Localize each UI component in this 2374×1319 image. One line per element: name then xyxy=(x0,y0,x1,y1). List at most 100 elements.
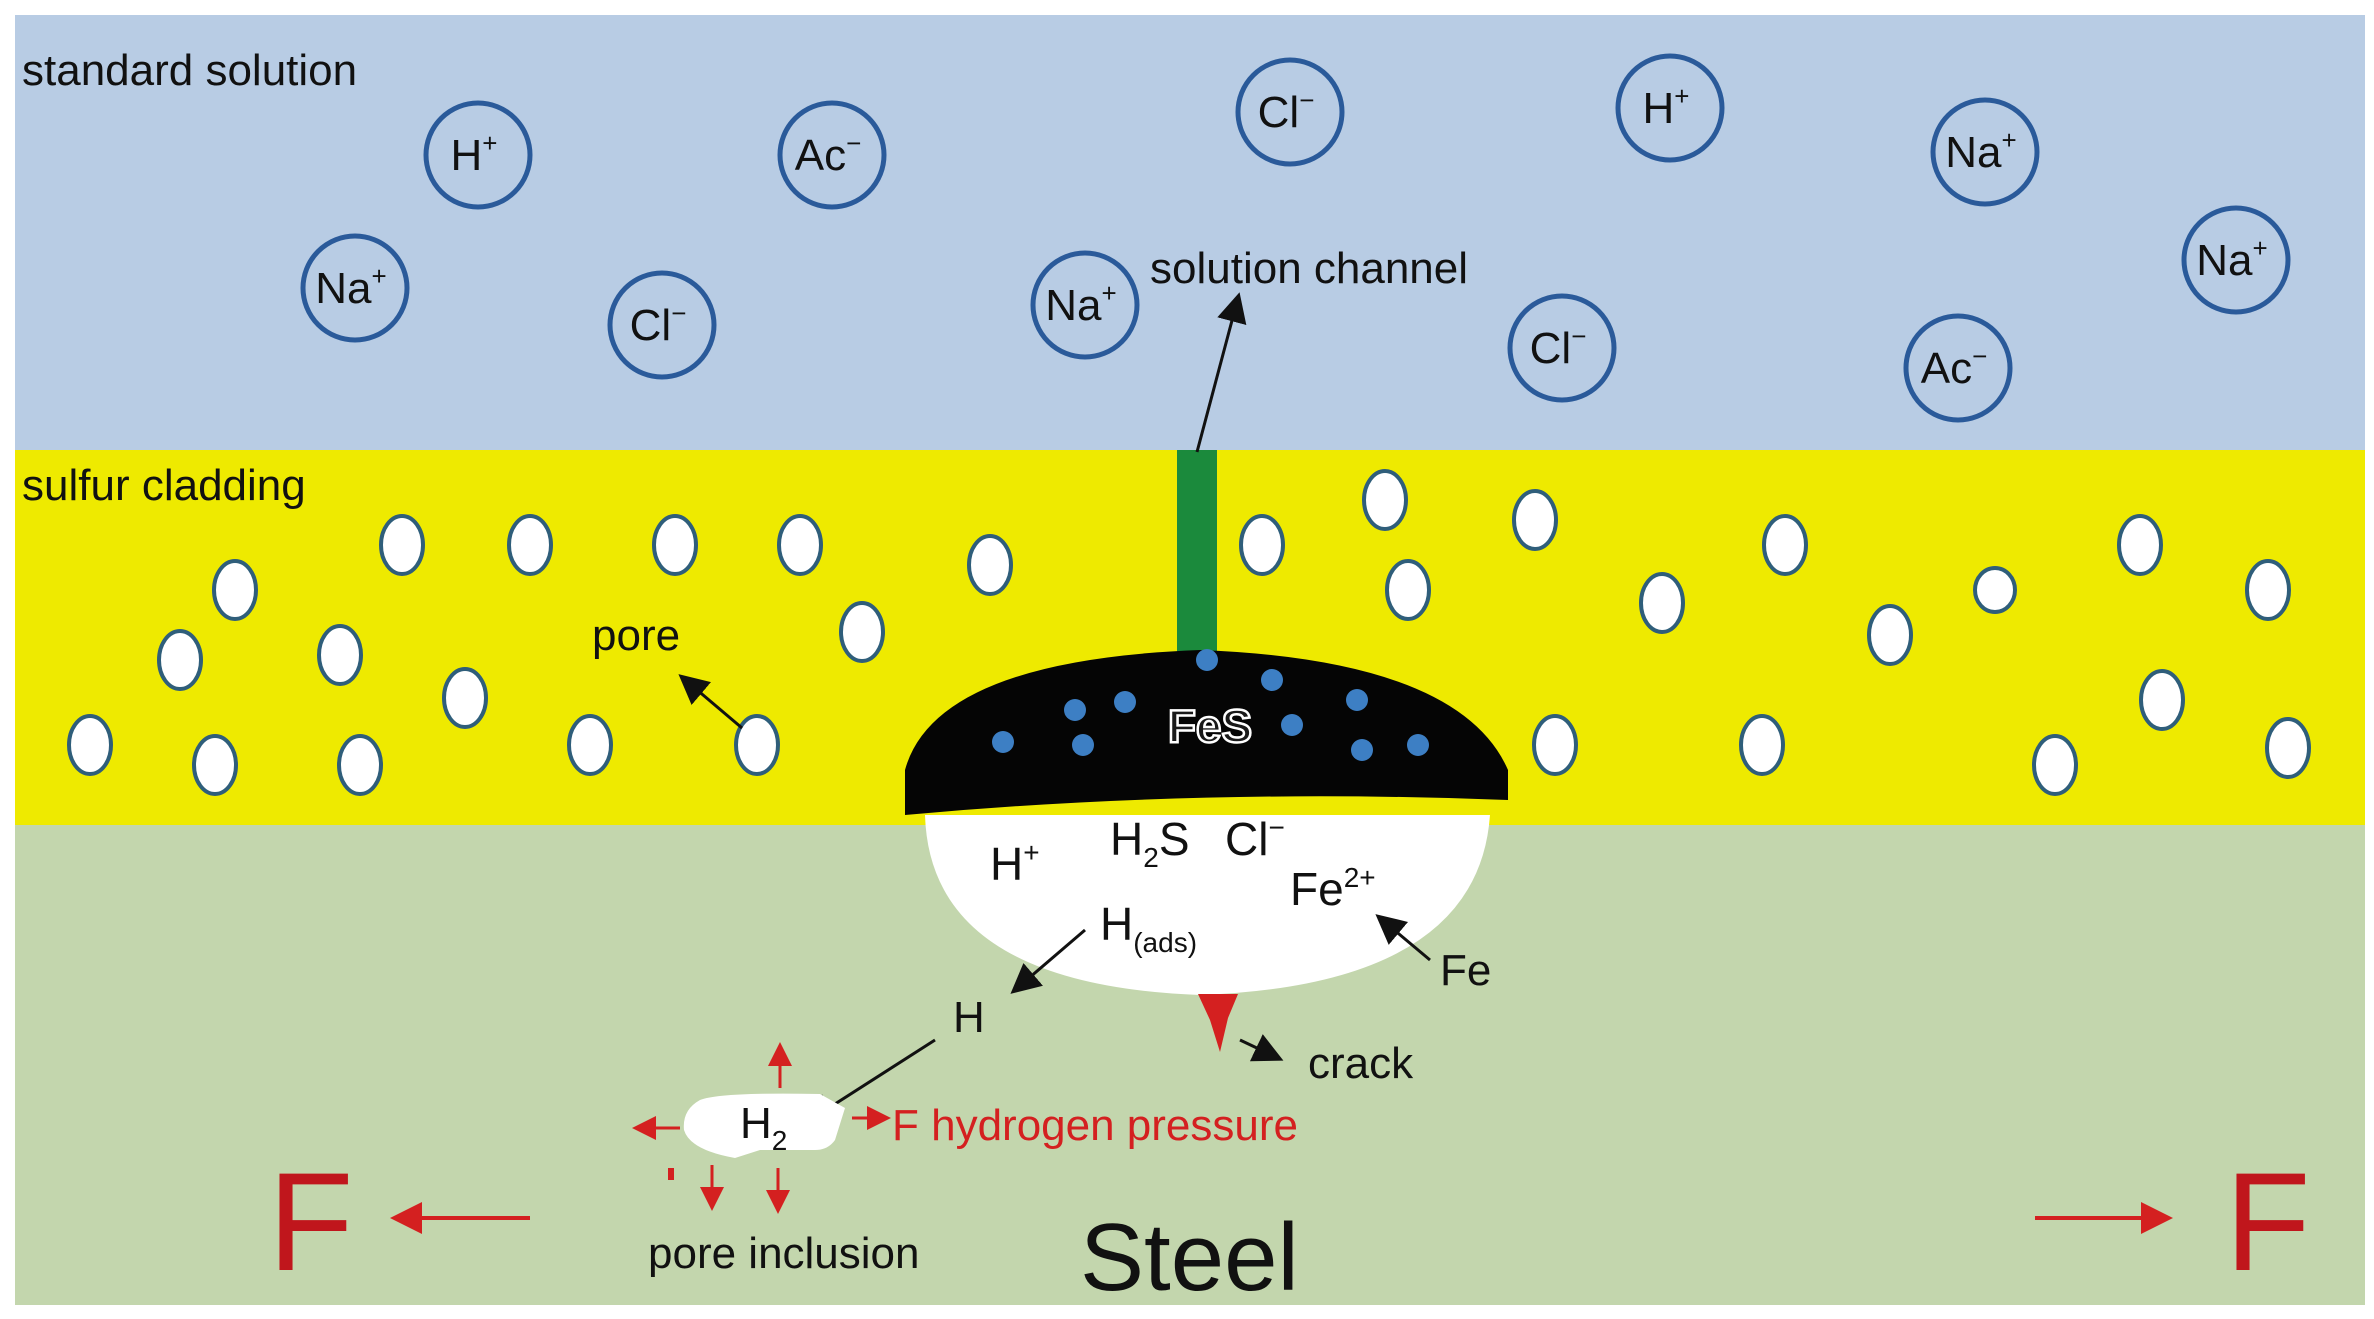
pore-inclusion xyxy=(683,1093,845,1158)
ion-na: Na+ xyxy=(1030,250,1140,360)
ion-symbol: Cl− xyxy=(1258,85,1315,137)
fes-dot xyxy=(1351,739,1373,761)
cladding-label: sulfur cladding xyxy=(22,461,306,510)
fes-dot xyxy=(1261,669,1283,691)
ion-cl: Cl− xyxy=(1507,293,1617,403)
pore xyxy=(839,601,885,663)
pit-fe2plus: Fe2+ xyxy=(1290,862,1376,915)
steel-label: Steel xyxy=(1080,1204,1299,1311)
solution-channel-label: solution channel xyxy=(1150,244,1468,293)
pore xyxy=(212,559,258,621)
fes-dot xyxy=(1072,734,1094,756)
pore xyxy=(1362,469,1408,531)
solution-label: standard solution xyxy=(22,46,357,95)
fes-dots xyxy=(992,649,1429,761)
ion-circle xyxy=(1930,97,2040,207)
pore xyxy=(652,514,698,576)
pore xyxy=(337,734,383,796)
force-right-label: F xyxy=(2225,1143,2311,1300)
pore xyxy=(507,514,553,576)
h-atom-label: H xyxy=(953,993,985,1042)
ion-h: H+ xyxy=(423,100,533,210)
pore xyxy=(1239,514,1285,576)
ion-na: Na+ xyxy=(300,233,410,343)
fe-arrow xyxy=(1375,914,1431,962)
crack-label: crack xyxy=(1308,1039,1414,1088)
fes-dot xyxy=(1407,734,1429,756)
ion-symbol: Cl− xyxy=(1530,321,1587,373)
pore xyxy=(1532,714,1578,776)
ion-symbol: Cl− xyxy=(630,298,687,350)
ion-circle xyxy=(1903,313,2013,423)
pit-h2s: H2S xyxy=(1110,813,1190,873)
pore xyxy=(379,514,425,576)
fes-dot xyxy=(1346,689,1368,711)
ion-symbol: Ac− xyxy=(1921,341,1988,393)
ion-circle xyxy=(423,100,533,210)
pore xyxy=(2117,514,2163,576)
pore xyxy=(1762,514,1808,576)
ion-circle xyxy=(300,233,410,343)
fes-dot xyxy=(1196,649,1218,671)
pore xyxy=(2245,559,2291,621)
pore xyxy=(442,667,488,729)
ion-h: H+ xyxy=(1615,53,1725,163)
solution-channel-arrow xyxy=(1195,292,1247,453)
pore xyxy=(2139,669,2185,731)
pore xyxy=(1739,714,1785,776)
fe-label: Fe xyxy=(1440,946,1491,995)
pore xyxy=(567,714,613,776)
ion-cl: Cl− xyxy=(607,270,717,380)
pore xyxy=(1639,572,1685,634)
pressure-tick-left xyxy=(668,1168,674,1180)
pore xyxy=(1973,566,2017,614)
h2-label: H2 xyxy=(740,1099,787,1156)
ion-circle xyxy=(1615,53,1725,163)
pore xyxy=(1385,559,1431,621)
pore xyxy=(1512,489,1558,551)
fes-dot xyxy=(1281,714,1303,736)
pore xyxy=(317,624,363,686)
ions-group: H+ Ac− Cl− H+ Na+ Na+ Cl− Na+ Cl− Ac− Na+ xyxy=(300,53,2291,423)
pores-group xyxy=(67,469,2311,796)
ion-circle xyxy=(1507,293,1617,403)
pore xyxy=(1867,604,1913,666)
fes-dot xyxy=(992,731,1014,753)
crack-arrow xyxy=(1239,1034,1284,1062)
ion-na: Na+ xyxy=(2181,205,2291,315)
ion-symbol: Ac− xyxy=(795,128,862,180)
pore-arrow xyxy=(678,674,743,730)
ion-na: Na+ xyxy=(1930,97,2040,207)
ion-cl: Cl− xyxy=(1235,57,1345,167)
fes-dot xyxy=(1064,699,1086,721)
ion-symbol: H+ xyxy=(451,128,498,180)
pore-label: pore xyxy=(592,611,680,660)
fes-dot xyxy=(1114,691,1136,713)
pore xyxy=(777,514,823,576)
ion-circle xyxy=(777,100,887,210)
ion-symbol: H+ xyxy=(1643,81,1690,133)
pore xyxy=(967,534,1013,596)
pore xyxy=(734,714,780,776)
solution-channel xyxy=(1177,450,1217,655)
ion-ac: Ac− xyxy=(777,100,887,210)
pore xyxy=(192,734,238,796)
ion-circle xyxy=(1235,57,1345,167)
ion-ac: Ac− xyxy=(1903,313,2013,423)
pore xyxy=(2032,734,2078,796)
pore xyxy=(67,714,113,776)
ion-symbol: Na+ xyxy=(315,261,386,313)
pore xyxy=(2265,717,2311,779)
force-left-label: F xyxy=(268,1143,354,1300)
pit-h-plus: H+ xyxy=(990,837,1040,890)
pit-cl-minus: Cl− xyxy=(1225,812,1285,865)
pit-h-ads: H(ads) xyxy=(1100,898,1197,958)
hydrogen-pressure-label: F hydrogen pressure xyxy=(892,1101,1298,1150)
crack xyxy=(1198,994,1238,1052)
ion-symbol: Na+ xyxy=(1045,278,1116,330)
pore-inclusion-label: pore inclusion xyxy=(648,1229,920,1278)
corrosion-pit xyxy=(925,815,1490,995)
ion-symbol: Na+ xyxy=(2196,233,2267,285)
h-ads-arrow xyxy=(1010,928,1086,994)
